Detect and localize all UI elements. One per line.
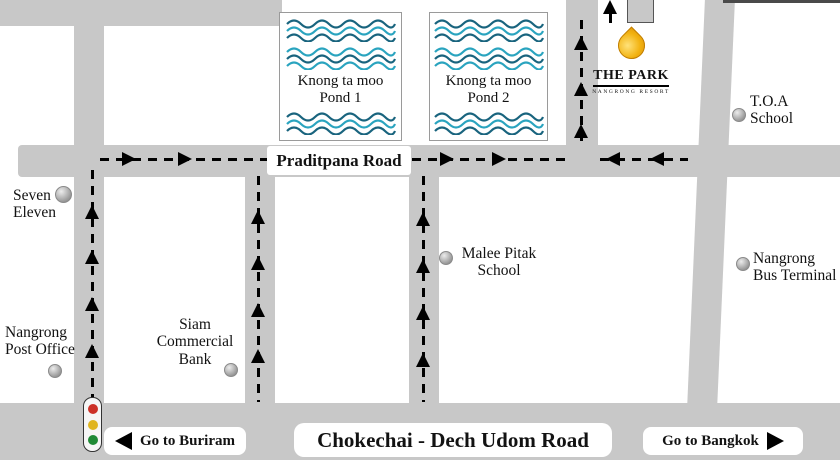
route-arrow-up-icon (85, 344, 99, 358)
water-waves-icon (433, 112, 544, 135)
label-siam-commercial-bank: Siam Commercial Bank (156, 316, 234, 368)
seven-eleven-marker-icon (55, 186, 72, 203)
route-arrow-up-icon (85, 205, 99, 219)
route-dash-park-road (580, 20, 583, 142)
route-dash-park-entrance (609, 14, 612, 24)
route-arrow-up-icon (416, 259, 430, 273)
toa-school-marker-icon (732, 108, 746, 122)
road-right-slanted (687, 0, 735, 411)
route-arrow-left-icon (650, 152, 664, 166)
route-arrow-right-icon (122, 152, 136, 166)
road-vertical-2 (245, 145, 275, 405)
route-arrow-up-icon (251, 303, 265, 317)
the-park-subtitle: NANGRONG RESORT (592, 89, 670, 95)
road-stub-top-right (627, 0, 654, 23)
route-arrow-right-icon (440, 152, 454, 166)
route-arrow-up-icon (574, 82, 588, 96)
label-malee-pitak-school: Malee Pitak School (461, 245, 537, 280)
route-arrow-up-icon (574, 36, 588, 50)
route-arrow-up-icon (416, 353, 430, 367)
label-nangrong-bus-terminal: Nangrong Bus Terminal (753, 250, 837, 285)
traffic-red-light (87, 403, 98, 414)
route-arrow-left-icon (606, 152, 620, 166)
flame-icon (611, 25, 651, 65)
go-to-bangkok-sign: Go to Bangkok (643, 427, 803, 455)
malee-pitak-marker-icon (439, 251, 453, 265)
label-seven-eleven: Seven Eleven (13, 187, 57, 222)
pond-2-label: Knong ta moo Pond 2 (445, 73, 532, 107)
route-arrow-up-icon (416, 306, 430, 320)
route-dash-left-road (91, 170, 94, 402)
label-toa-school: T.O.A School (750, 93, 794, 128)
the-park-title: THE PARK (593, 68, 669, 87)
route-arrow-up-icon (416, 212, 430, 226)
route-arrow-up-icon (85, 250, 99, 264)
chokechai-road-label: Chokechai - Dech Udom Road (294, 423, 612, 457)
route-arrow-right-icon (492, 152, 506, 166)
pond-1: Knong ta moo Pond 1 (279, 12, 402, 141)
route-arrow-right-icon (178, 152, 192, 166)
siam-commercial-bank-marker-icon (224, 363, 238, 377)
route-dash-road-3 (422, 176, 425, 402)
water-waves-icon (433, 46, 544, 70)
route-dash-praditpana-mid (412, 158, 570, 161)
the-park-logo: THE PARK NANGRONG RESORT (585, 24, 677, 95)
go-to-buriram-sign: Go to Buriram (104, 427, 246, 455)
pond-2: Knong ta moo Pond 2 (429, 12, 548, 141)
traffic-green-light (87, 435, 98, 446)
pond-1-label: Knong ta moo Pond 1 (297, 73, 384, 107)
water-waves-icon (433, 19, 544, 42)
post-office-marker-icon (48, 364, 62, 378)
route-dash-road-2 (257, 176, 260, 402)
praditpana-road-label: Praditpana Road (267, 146, 411, 175)
water-waves-icon (285, 19, 396, 42)
route-arrow-up-icon (85, 297, 99, 311)
traffic-light-icon (83, 397, 102, 452)
road-top-left (0, 0, 282, 26)
traffic-yellow-light (87, 419, 98, 430)
water-waves-icon (285, 46, 396, 70)
route-arrow-up-icon (251, 210, 265, 224)
bus-terminal-marker-icon (736, 257, 750, 271)
water-waves-icon (285, 112, 396, 135)
road-edge-line-top-right (723, 0, 840, 3)
route-arrow-up-icon (251, 349, 265, 363)
road-left-vertical (74, 0, 104, 405)
arrow-left-icon (115, 432, 132, 450)
arrow-right-icon (766, 432, 784, 450)
route-arrow-up-icon (251, 256, 265, 270)
route-arrow-up-icon (574, 124, 588, 138)
route-dash-praditpana-east (600, 158, 688, 161)
route-arrow-up-icon (603, 0, 617, 14)
label-nangrong-post-office: Nangrong Post Office (5, 324, 75, 359)
